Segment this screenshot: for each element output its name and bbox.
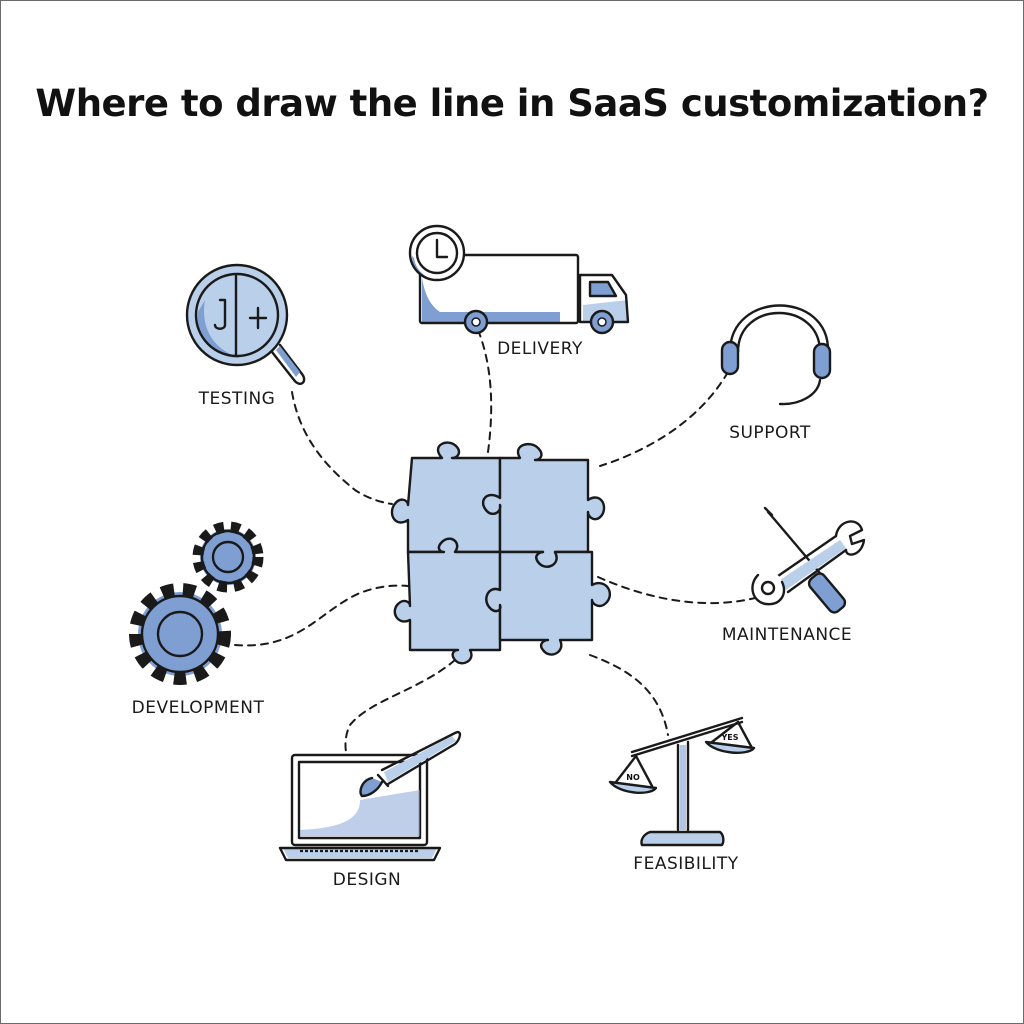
connectors [234,329,756,753]
gear-small-icon [192,521,264,593]
puzzle-piece-top-left [391,442,501,552]
scale-label-yes: YES [720,733,738,742]
connector-delivery [477,329,493,453]
connector-feasibility [589,654,669,736]
magnifying-glass-icon [185,263,306,385]
tools-icon [751,506,866,614]
laptop-brush-icon [278,730,462,862]
puzzle-piece-bottom-right [486,552,610,655]
scale-label-no: NO [626,773,640,782]
label-testing: TESTING [198,389,276,409]
connector-testing [291,391,393,505]
headset-icon [720,304,832,406]
gears-icon [129,521,264,685]
puzzle-icon [390,441,612,665]
connector-support [599,371,729,467]
puzzle-piece-bottom-left [394,538,501,664]
label-feasibility: FEASIBILITY [633,854,738,874]
label-support: SUPPORT [729,423,811,443]
connector-development [234,584,409,647]
puzzle-piece-top-right [483,444,605,567]
label-design: DESIGN [333,870,402,890]
label-delivery: DELIVERY [497,339,583,359]
connector-design [344,659,456,753]
gear-large-icon [129,583,231,685]
scale-icon: NO YES [608,716,756,847]
label-maintenance: MAINTENANCE [722,625,852,645]
connector-maintenance [597,576,756,605]
delivery-truck-icon [408,224,630,335]
label-development: DEVELOPMENT [132,698,265,718]
diagram-title: Where to draw the line in SaaS customiza… [35,82,989,125]
